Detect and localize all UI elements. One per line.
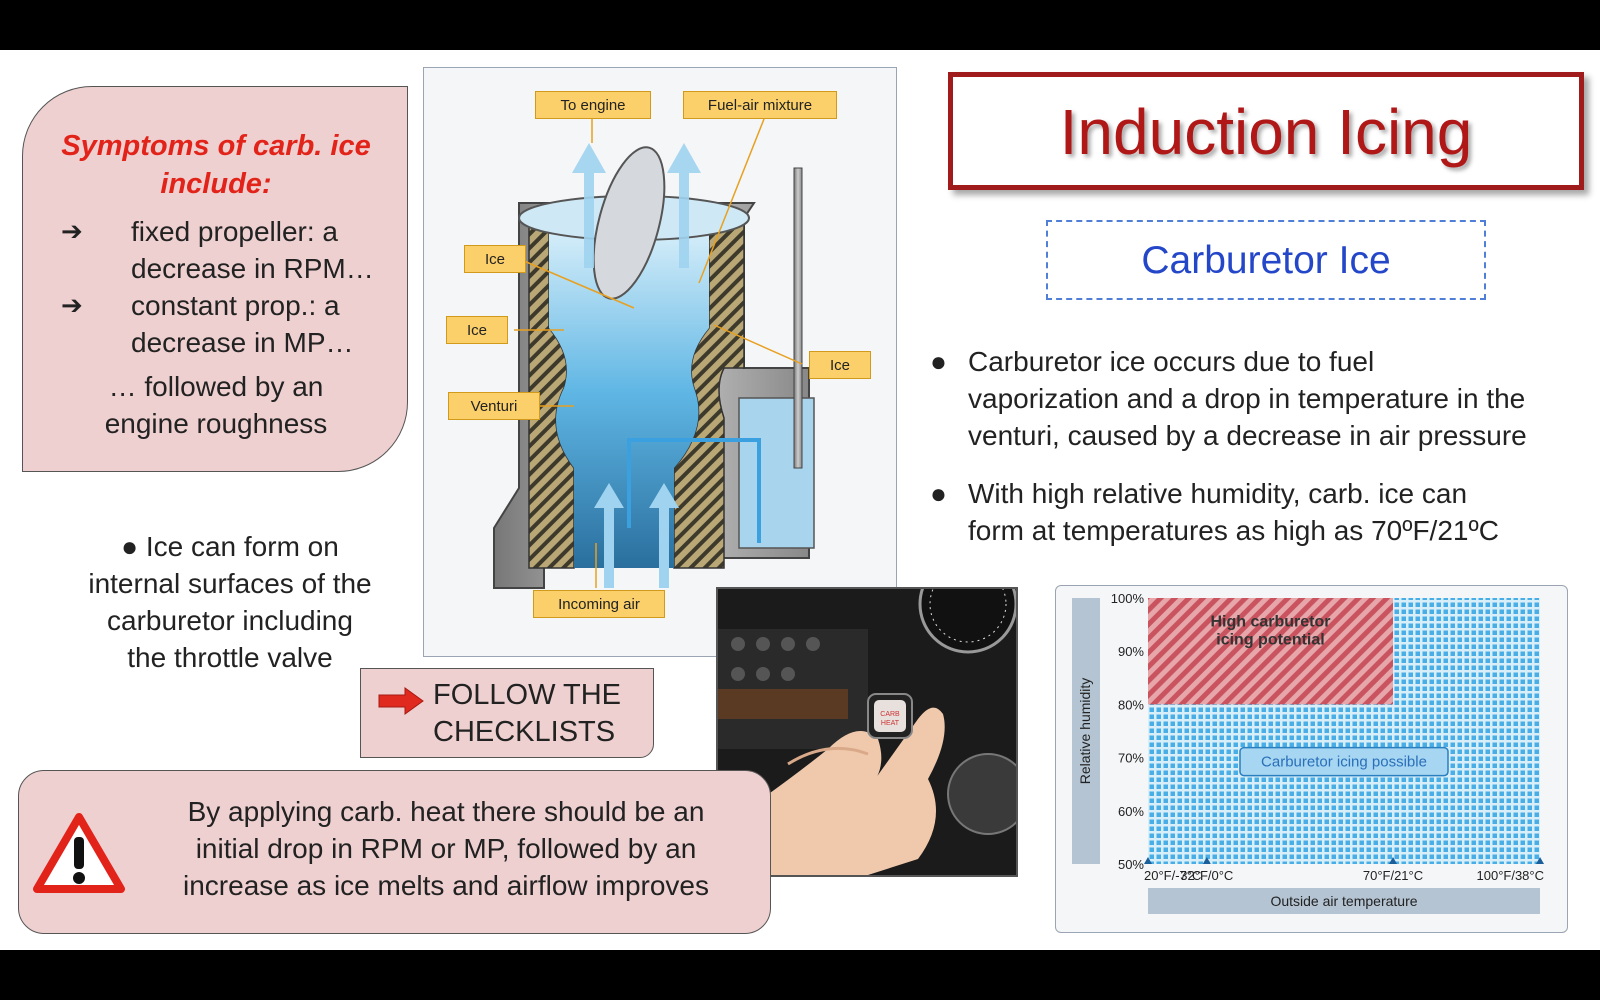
y-tick-label: 50% — [1118, 857, 1144, 872]
region-label: High carburetor — [1210, 614, 1330, 631]
carb-heat-line: increase as ice melts and airflow improv… — [183, 870, 709, 901]
bullet-line: venturi, caused by a decrease in air pre… — [968, 420, 1527, 451]
y-tick-label: 100% — [1111, 591, 1145, 606]
region-label: icing potential — [1216, 632, 1324, 649]
warning-icon — [33, 813, 125, 893]
bullet-line: Carburetor ice occurs due to fuel — [968, 346, 1375, 377]
symptoms-heading: Symptoms of carb. ice include: — [23, 127, 409, 203]
subtitle-box: Carburetor Ice — [1046, 220, 1486, 300]
symptom-line: decrease in RPM… — [131, 253, 374, 284]
checklist-box: FOLLOW THE CHECKLISTS — [360, 668, 654, 758]
y-tick-label: 70% — [1118, 751, 1144, 766]
label-ice: Ice — [809, 351, 871, 379]
slide: Symptoms of carb. ice include: ➔ fixed p… — [0, 50, 1600, 950]
symptom-line: constant prop.: a — [131, 290, 340, 321]
carburetor-diagram: To engine Fuel-air mixture Ice Ice Ice V… — [423, 67, 897, 657]
x-tick-label: 70°F/21°C — [1363, 868, 1423, 883]
bullet-dot: ● — [930, 478, 947, 509]
icing-chart: Relative humidity Outside air temperatur… — [1055, 585, 1568, 933]
bullet-line: vaporization and a drop in temperature i… — [968, 383, 1526, 414]
carb-heat-text: By applying carb. heat there should be a… — [131, 793, 761, 904]
x-tick-mark — [1389, 857, 1397, 864]
x-tick-mark — [1144, 857, 1152, 864]
checklist-text: FOLLOW THE CHECKLISTS — [433, 677, 621, 751]
right-arrow-icon: ➔ — [61, 216, 83, 246]
label-venturi: Venturi — [448, 392, 540, 420]
symptoms-tail-line2: engine roughness — [104, 408, 328, 439]
region-label-box — [1239, 746, 1449, 777]
y-axis-label: Relative humidity — [1077, 678, 1093, 785]
carb-heat-line: By applying carb. heat there should be a… — [187, 796, 705, 827]
ice-bullet-line: carburetor including — [107, 605, 353, 636]
page-subtitle: Carburetor Ice — [1141, 239, 1391, 282]
y-tick-label: 80% — [1118, 697, 1144, 712]
y-tick-label: 60% — [1118, 804, 1144, 819]
ylabel-bar — [1072, 598, 1100, 864]
symptoms-tail: … followed by an engine roughness — [23, 368, 409, 442]
x-tick-mark — [1202, 857, 1211, 864]
carb-heat-box: By applying carb. heat there should be a… — [18, 770, 771, 934]
carburetor-cutaway-illustration — [493, 118, 815, 589]
ice-bullet-line: the throttle valve — [127, 642, 333, 673]
label-ice: Ice — [464, 245, 526, 273]
symptom-line: decrease in MP… — [131, 327, 354, 358]
bullet-dot: ● — [930, 346, 947, 377]
ice-bullet-line: internal surfaces of the — [88, 568, 372, 599]
label-incoming-air: Incoming air — [533, 590, 665, 618]
knob-label-line2: HEAT — [880, 720, 900, 727]
right-arrow-icon — [378, 687, 424, 715]
label-fuel-air-mixture: Fuel-air mixture — [683, 91, 837, 119]
label-ice: Ice — [446, 316, 508, 344]
icing-chart-svg: Relative humidity Outside air temperatur… — [1072, 591, 1545, 914]
symptom-line: fixed propeller: a — [131, 216, 339, 247]
x-axis-label: Outside air temperature — [1270, 893, 1417, 909]
x-tick-label: 32°F/0°C — [1180, 868, 1233, 883]
page-title: Induction Icing — [1059, 96, 1473, 168]
x-tick-label: 20°F/-7°C — [1144, 868, 1201, 883]
xlabel-bar — [1148, 888, 1540, 914]
carb-heat-line: initial drop in RPM or MP, followed by a… — [195, 833, 697, 864]
ice-bullet: ● Ice can form on internal surfaces of t… — [60, 528, 400, 676]
region-high-icing-potential — [1148, 598, 1393, 705]
symptoms-tail-line1: … followed by an — [108, 371, 324, 402]
symptoms-heading-line1: Symptoms of carb. ice — [61, 130, 371, 162]
x-tick-mark — [1536, 857, 1544, 864]
bullet-line: With high relative humidity, carb. ice c… — [968, 478, 1468, 509]
x-tick-label: 100°F/38°C — [1477, 868, 1545, 883]
label-to-engine: To engine — [535, 91, 651, 119]
title-box: Induction Icing — [948, 72, 1584, 190]
ice-bullet-line: ● Ice can form on — [121, 531, 339, 562]
checklist-line1: FOLLOW THE — [433, 679, 621, 711]
symptoms-box: Symptoms of carb. ice include: ➔ fixed p… — [22, 86, 408, 472]
bullet-line: form at temperatures as high as 70ºF/21º… — [968, 515, 1499, 546]
right-arrow-icon: ➔ — [61, 290, 83, 320]
checklist-line2: CHECKLISTS — [433, 716, 616, 748]
symptoms-heading-line2: include: — [160, 168, 272, 200]
knob-label-line1: CARB — [880, 711, 900, 718]
region-label: Carburetor icing possible — [1261, 754, 1427, 771]
y-tick-label: 90% — [1118, 644, 1144, 659]
knob-label: CARB HEAT — [876, 710, 904, 728]
